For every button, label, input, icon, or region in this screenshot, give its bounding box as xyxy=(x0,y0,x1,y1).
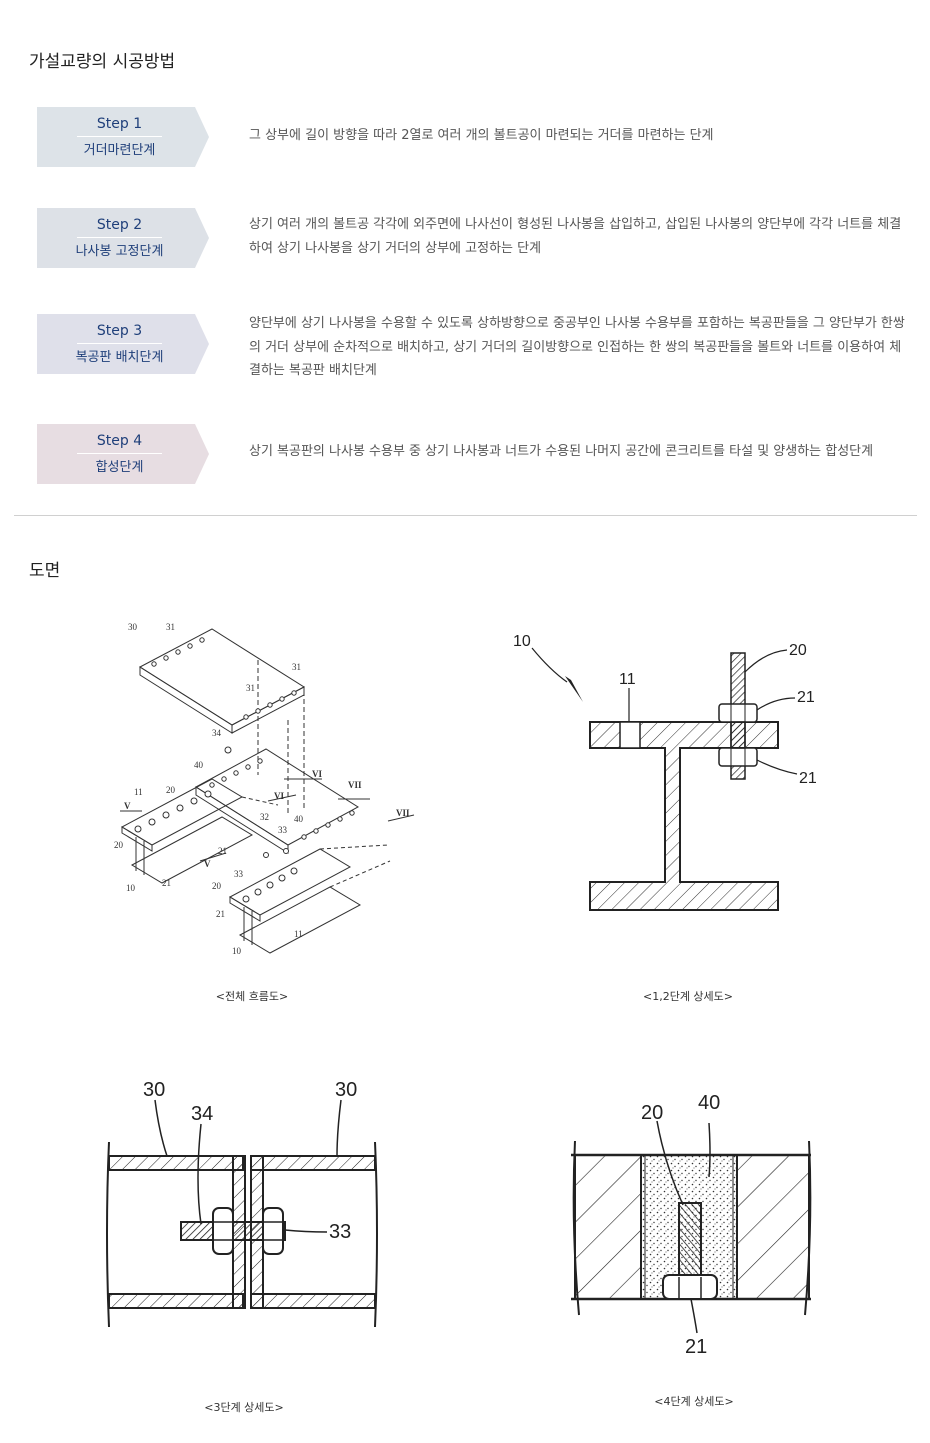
fig1-label: 21 xyxy=(218,846,227,856)
fig1-label: 20 xyxy=(166,785,176,795)
overall-flow-caption: <전체 흐름도> xyxy=(215,990,289,1003)
fig3-label: 33 xyxy=(329,1221,351,1243)
step-3-detail-caption: <3단계 상세도> xyxy=(204,1401,284,1414)
fig1-label: VII xyxy=(348,780,362,790)
step-number: Step 3 xyxy=(96,323,143,339)
step-3-detail-drawing: 30 34 30 33 xyxy=(106,1079,378,1328)
step-arrow-shape xyxy=(37,208,209,268)
step-3-badge: Step 3 복공판 배치단계 xyxy=(37,314,209,374)
step-number: Step 4 xyxy=(96,433,143,449)
fig1-label: 32 xyxy=(260,812,269,822)
fig4-label: 21 xyxy=(685,1336,707,1358)
step-3-description: 양단부에 상기 나사봉을 수용할 수 있도록 상하방향으로 중공부인 나사봉 수… xyxy=(249,316,905,378)
step-1-2-detail-drawing: 10 11 20 21 21 xyxy=(513,633,817,911)
step-divider xyxy=(77,237,162,238)
fig4-label: 40 xyxy=(698,1092,720,1114)
fig1-label: 31 xyxy=(166,622,175,632)
step-divider xyxy=(77,343,162,344)
fig3-label: 30 xyxy=(143,1079,165,1101)
fig2-label: 10 xyxy=(513,633,531,650)
step-arrow-shape xyxy=(37,314,209,374)
step-name: 거더마련단계 xyxy=(83,143,156,158)
fig1-label: 21 xyxy=(216,909,225,919)
step-4-description: 상기 복공판의 나사봉 수용부 중 상기 나사봉과 너트가 수용된 나머지 공간… xyxy=(249,444,874,459)
fig1-label: 21 xyxy=(162,878,171,888)
step-number: Step 1 xyxy=(96,116,143,132)
drawings-title: 도면 xyxy=(29,561,61,581)
fig2-label: 11 xyxy=(619,671,636,688)
fig3-label: 30 xyxy=(335,1079,357,1101)
fig1-label: 40 xyxy=(194,760,204,770)
step-arrow-shape xyxy=(37,107,209,167)
fig2-label: 21 xyxy=(797,689,815,706)
fig1-label: 30 xyxy=(128,622,138,632)
fig1-label: VI xyxy=(312,769,322,779)
fig1-label: 10 xyxy=(126,883,136,893)
fig1-label: 33 xyxy=(234,869,244,879)
step-divider xyxy=(77,136,162,137)
step-arrow-shape xyxy=(37,424,209,484)
step-1-badge: Step 1 거더마련단계 xyxy=(37,107,209,167)
fig1-label: 11 xyxy=(134,787,143,797)
step-name: 복공판 배치단계 xyxy=(75,350,164,365)
step-1-description: 그 상부에 길이 방향을 따라 2열로 여러 개의 볼트공이 마련되는 거더를 … xyxy=(249,128,714,143)
step-divider xyxy=(77,453,162,454)
fig2-label: 20 xyxy=(789,642,807,659)
step-4-badge: Step 4 합성단계 xyxy=(37,424,209,484)
fig2-label: 21 xyxy=(799,770,817,787)
fig1-label: 40 xyxy=(294,814,304,824)
fig1-label: 20 xyxy=(114,840,124,850)
fig1-label: V xyxy=(204,859,211,869)
fig3-label: 34 xyxy=(191,1103,213,1125)
step-name: 합성단계 xyxy=(95,460,144,475)
step-2-badge: Step 2 나사봉 고정단계 xyxy=(37,208,209,268)
step-4-detail-drawing: 20 40 21 xyxy=(571,1092,812,1358)
section-divider xyxy=(14,515,917,516)
fig1-label: 20 xyxy=(212,881,222,891)
fig1-label: VII xyxy=(396,808,410,818)
step-1-2-detail-caption: <1,2단계 상세도> xyxy=(642,990,734,1003)
fig1-label: 31 xyxy=(246,683,255,693)
fig1-label: 31 xyxy=(292,662,301,672)
fig1-label: 10 xyxy=(232,946,242,956)
fig1-label: V xyxy=(124,801,131,811)
overall-flow-drawing: 30 31 31 31 34 40 40 11 20 20 20 21 21 2… xyxy=(114,622,415,956)
step-4-detail-caption: <4단계 상세도> xyxy=(654,1395,734,1408)
fig1-label: 11 xyxy=(294,929,303,939)
method-title: 가설교량의 시공방법 xyxy=(29,52,176,72)
step-2-description: 상기 여러 개의 볼트공 각각에 외주면에 나사선이 형성된 나사봉을 삽입하고… xyxy=(249,217,902,256)
fig4-label: 20 xyxy=(641,1102,663,1124)
step-number: Step 2 xyxy=(96,217,143,233)
step-name: 나사봉 고정단계 xyxy=(75,244,164,259)
fig1-label: 33 xyxy=(278,825,288,835)
fig1-label: VI xyxy=(274,791,284,801)
fig1-label: 34 xyxy=(212,728,222,738)
